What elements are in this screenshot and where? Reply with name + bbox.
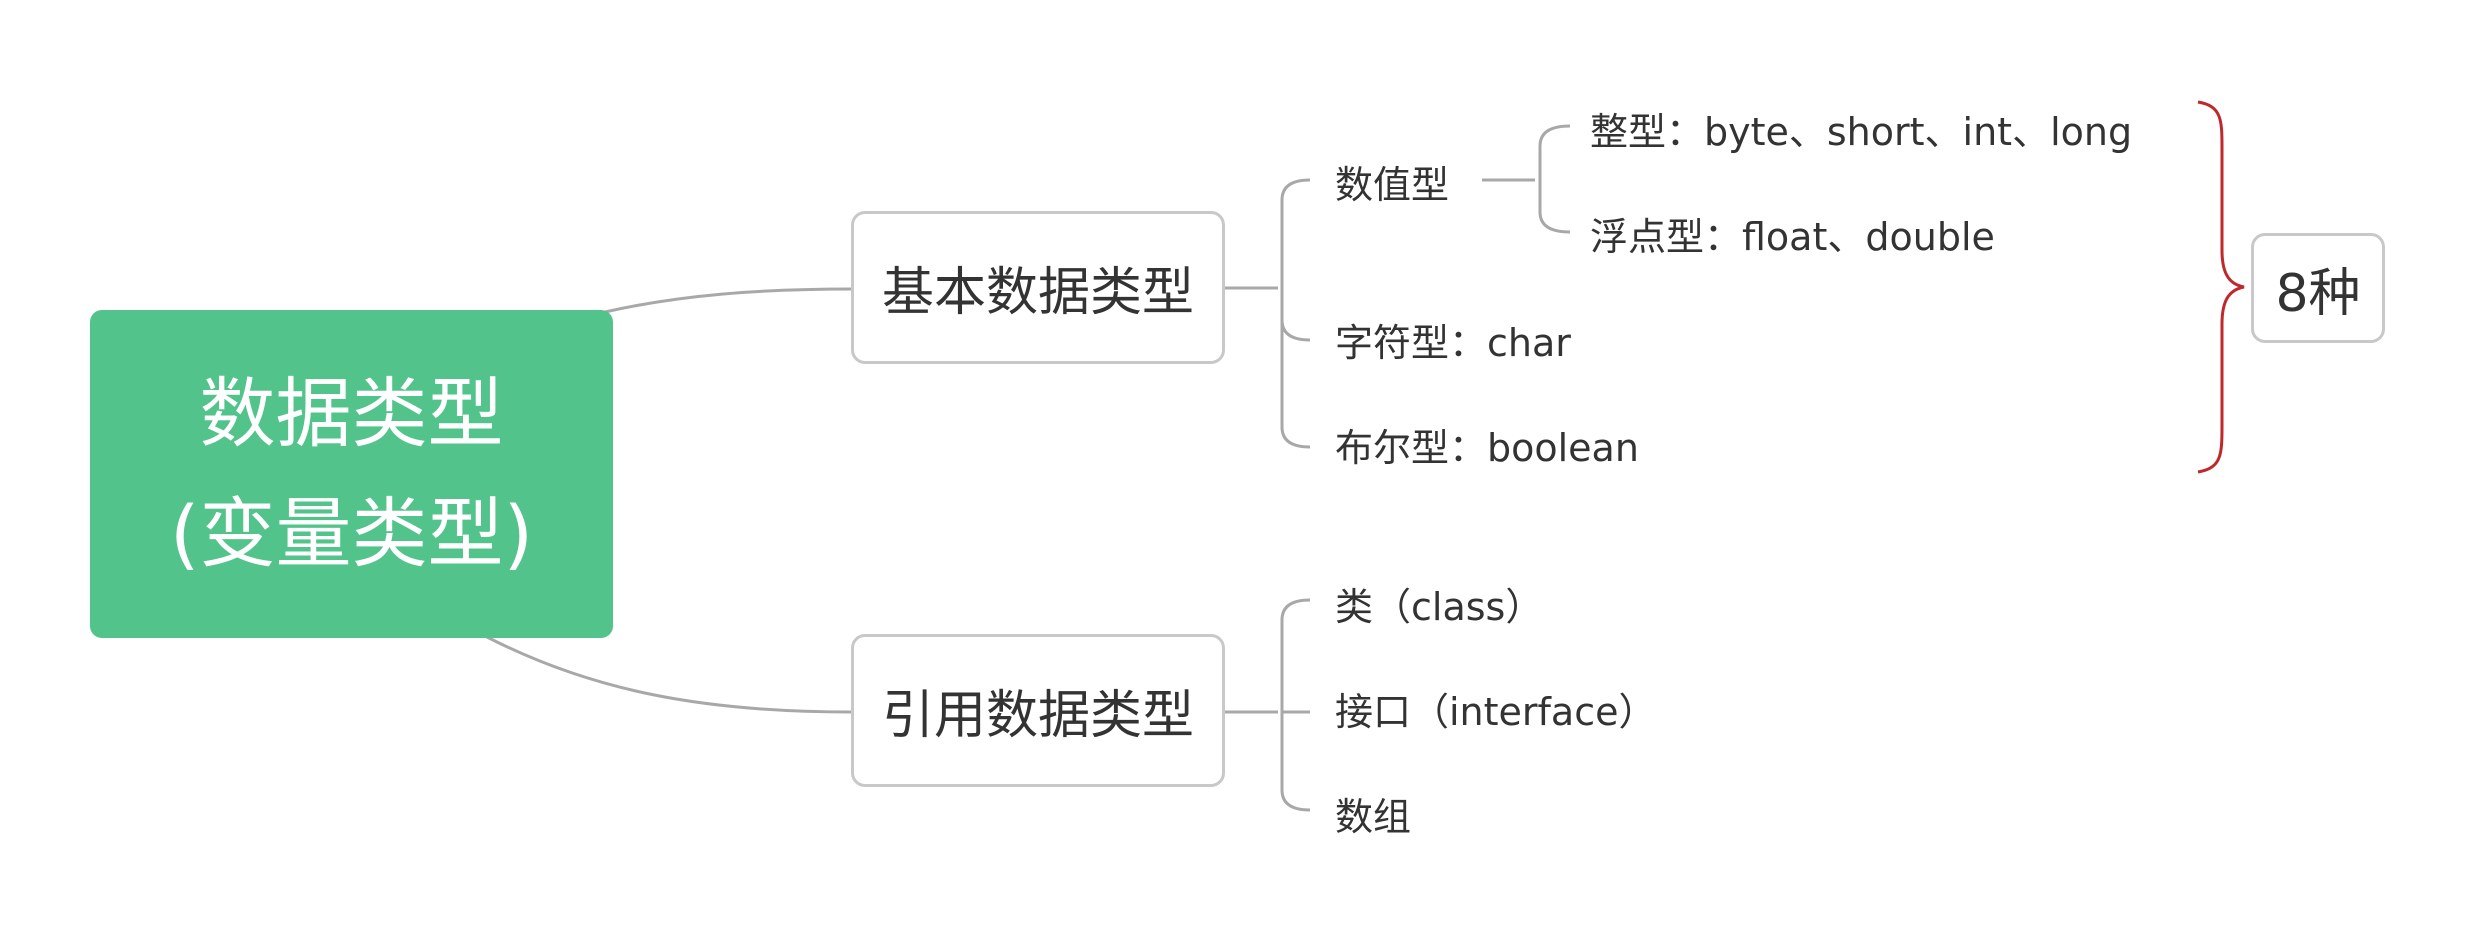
- node-interface: 接口（interface）: [1335, 690, 1657, 734]
- node-float: 浮点型：float、double: [1590, 215, 1995, 259]
- root-subtitle: (变量类型): [169, 489, 534, 578]
- node-reference-types-label: 引用数据类型: [881, 686, 1194, 746]
- node-integer: 整型：byte、short、int、long: [1590, 110, 2133, 154]
- root-node: 数据类型 (变量类型): [90, 310, 613, 638]
- curly-brace: [2197, 100, 2245, 474]
- connector-reference-children: [1225, 598, 1311, 812]
- connector-numeric-children: [1482, 124, 1571, 234]
- node-count-label: 8种: [2275, 263, 2361, 324]
- node-array: 数组: [1335, 795, 1412, 839]
- connector-root-reference: [484, 634, 852, 714]
- node-basic-types-label: 基本数据类型: [881, 263, 1194, 323]
- connector-root-basic: [604, 287, 852, 314]
- node-reference-types: 引用数据类型: [851, 634, 1225, 787]
- node-basic-types: 基本数据类型: [851, 211, 1225, 364]
- node-numeric: 数值型: [1335, 163, 1450, 207]
- node-boolean: 布尔型：boolean: [1335, 426, 1639, 470]
- node-count: 8种: [2251, 233, 2385, 343]
- connector-basic-children: [1225, 178, 1311, 449]
- root-title: 数据类型: [199, 369, 504, 458]
- node-char: 字符型：char: [1335, 321, 1571, 365]
- node-class: 类（class）: [1335, 585, 1544, 629]
